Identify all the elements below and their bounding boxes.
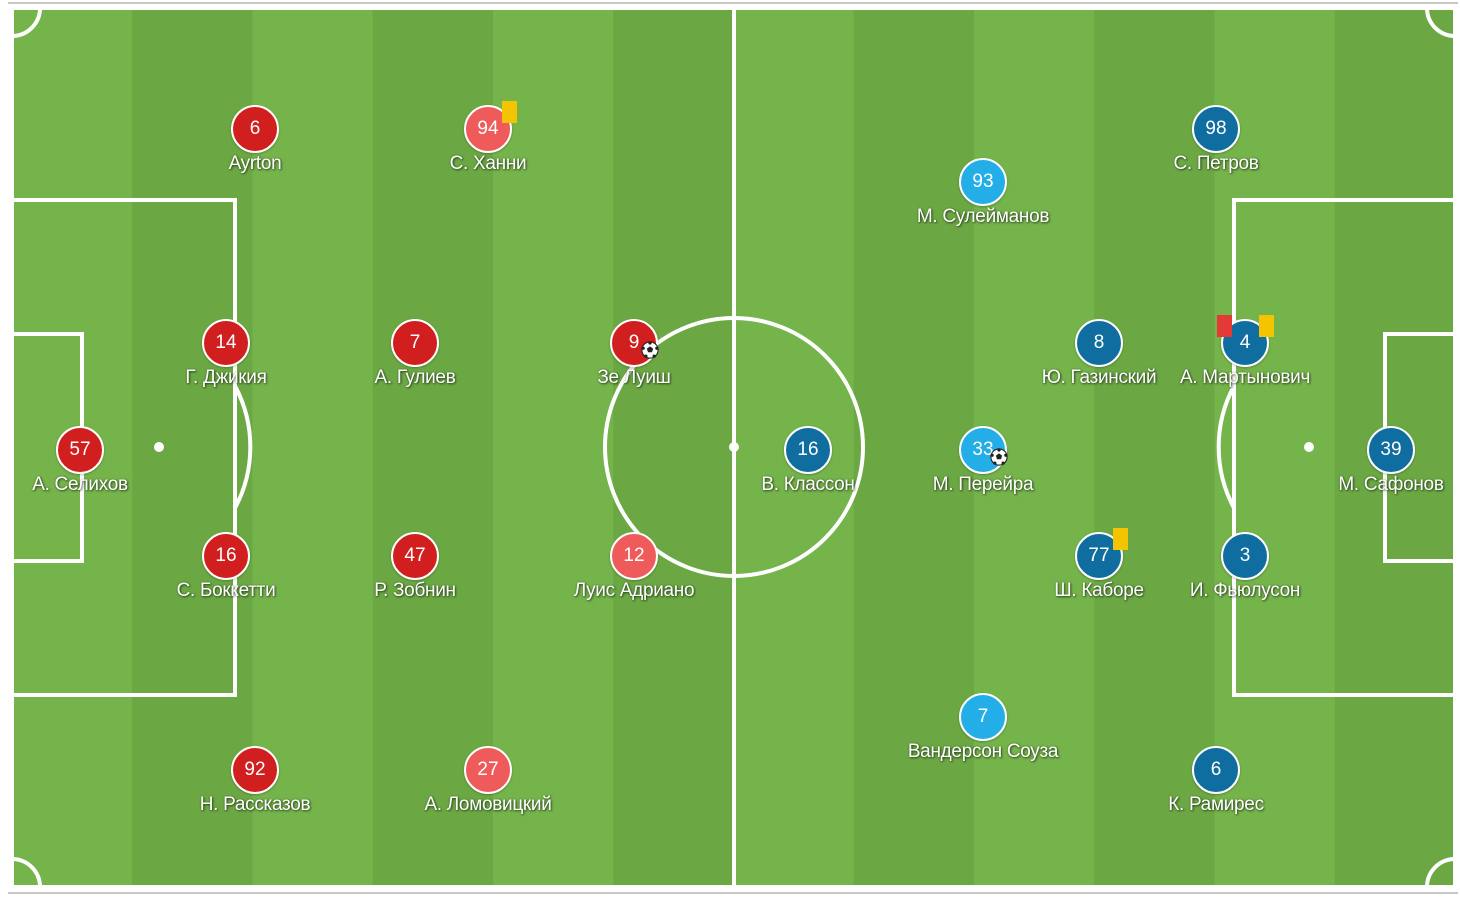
pitch-stripe xyxy=(372,8,494,887)
player-name: Ayrton xyxy=(228,153,282,174)
player-name: С. Боккетти xyxy=(176,580,276,601)
yellow-card-icon xyxy=(1113,528,1128,550)
player-name: Р. Зобнин xyxy=(374,580,456,601)
yellow-card-icon xyxy=(502,101,517,123)
pitch-stripe xyxy=(493,8,614,887)
player-number-badge: 8 xyxy=(1075,319,1123,367)
left-penalty-spot xyxy=(154,442,164,452)
player-name: Ш. Каборе xyxy=(1054,580,1144,601)
corner-arc-bottom-right xyxy=(1425,857,1456,888)
player-number-badge: 6 xyxy=(1192,746,1240,794)
player-name: С. Петров xyxy=(1173,153,1259,174)
player-name: В. Классон xyxy=(761,474,855,495)
player-name: И. Фьюлусон xyxy=(1189,580,1301,601)
player-number-badge: 12 xyxy=(610,532,658,580)
right-penalty-arc xyxy=(1216,385,1236,509)
player-name: М. Сафонов xyxy=(1338,474,1444,495)
player-number-badge: 7 xyxy=(959,693,1007,741)
player-number-badge: 39 xyxy=(1367,426,1415,474)
player-name: Г. Джикия xyxy=(185,367,267,388)
corner-arc-bottom-left xyxy=(11,857,42,888)
player-number-badge: 57 xyxy=(56,426,104,474)
player-number-badge: 6 xyxy=(231,105,279,153)
pitch-stripe xyxy=(1094,8,1215,887)
right-penalty-spot xyxy=(1304,442,1314,452)
red-card-icon xyxy=(1217,315,1232,337)
player-number-badge: 47 xyxy=(391,532,439,580)
corner-arc-top-left xyxy=(11,7,42,38)
player-number-badge: 16 xyxy=(784,426,832,474)
player-name: Зе Луиш xyxy=(597,367,671,388)
centre-spot xyxy=(729,442,739,452)
player-name: К. Рамирес xyxy=(1168,794,1264,815)
player-number-badge: 16 xyxy=(202,532,250,580)
player-number-badge: 92 xyxy=(231,746,279,794)
player-number-badge: 7 xyxy=(391,319,439,367)
goal-ball-icon xyxy=(990,448,1008,466)
player-name: А. Селихов xyxy=(32,474,128,495)
player-name: А. Гулиев xyxy=(374,367,456,388)
centre-circle xyxy=(603,316,865,578)
player-name: Вандерсон Соуза xyxy=(907,741,1059,762)
player-number-badge: 98 xyxy=(1192,105,1240,153)
goal-ball-icon xyxy=(641,341,659,359)
pitch-stripe xyxy=(853,8,975,887)
player-name: М. Перейра xyxy=(932,474,1034,495)
player-name: А. Мартынович xyxy=(1179,367,1311,388)
player-name: Н. Рассказов xyxy=(199,794,311,815)
player-number-badge: 93 xyxy=(959,158,1007,206)
player-name: М. Сулейманов xyxy=(916,206,1050,227)
pitch-stripe xyxy=(132,8,253,887)
left-penalty-arc xyxy=(233,385,253,509)
player-name: Ю. Газинский xyxy=(1041,367,1157,388)
pitch-stripe xyxy=(613,8,734,887)
pitch-stripe xyxy=(252,8,374,887)
player-name: Луис Адриано xyxy=(573,580,695,601)
player-number-badge: 3 xyxy=(1221,532,1269,580)
player-name: С. Ханни xyxy=(449,153,527,174)
player-number-badge: 77 xyxy=(1075,532,1123,580)
corner-arc-top-right xyxy=(1425,7,1456,38)
yellow-card-icon xyxy=(1259,315,1274,337)
player-number-badge: 14 xyxy=(202,319,250,367)
player-name: А. Ломовицкий xyxy=(424,794,552,815)
player-number-badge: 27 xyxy=(464,746,512,794)
